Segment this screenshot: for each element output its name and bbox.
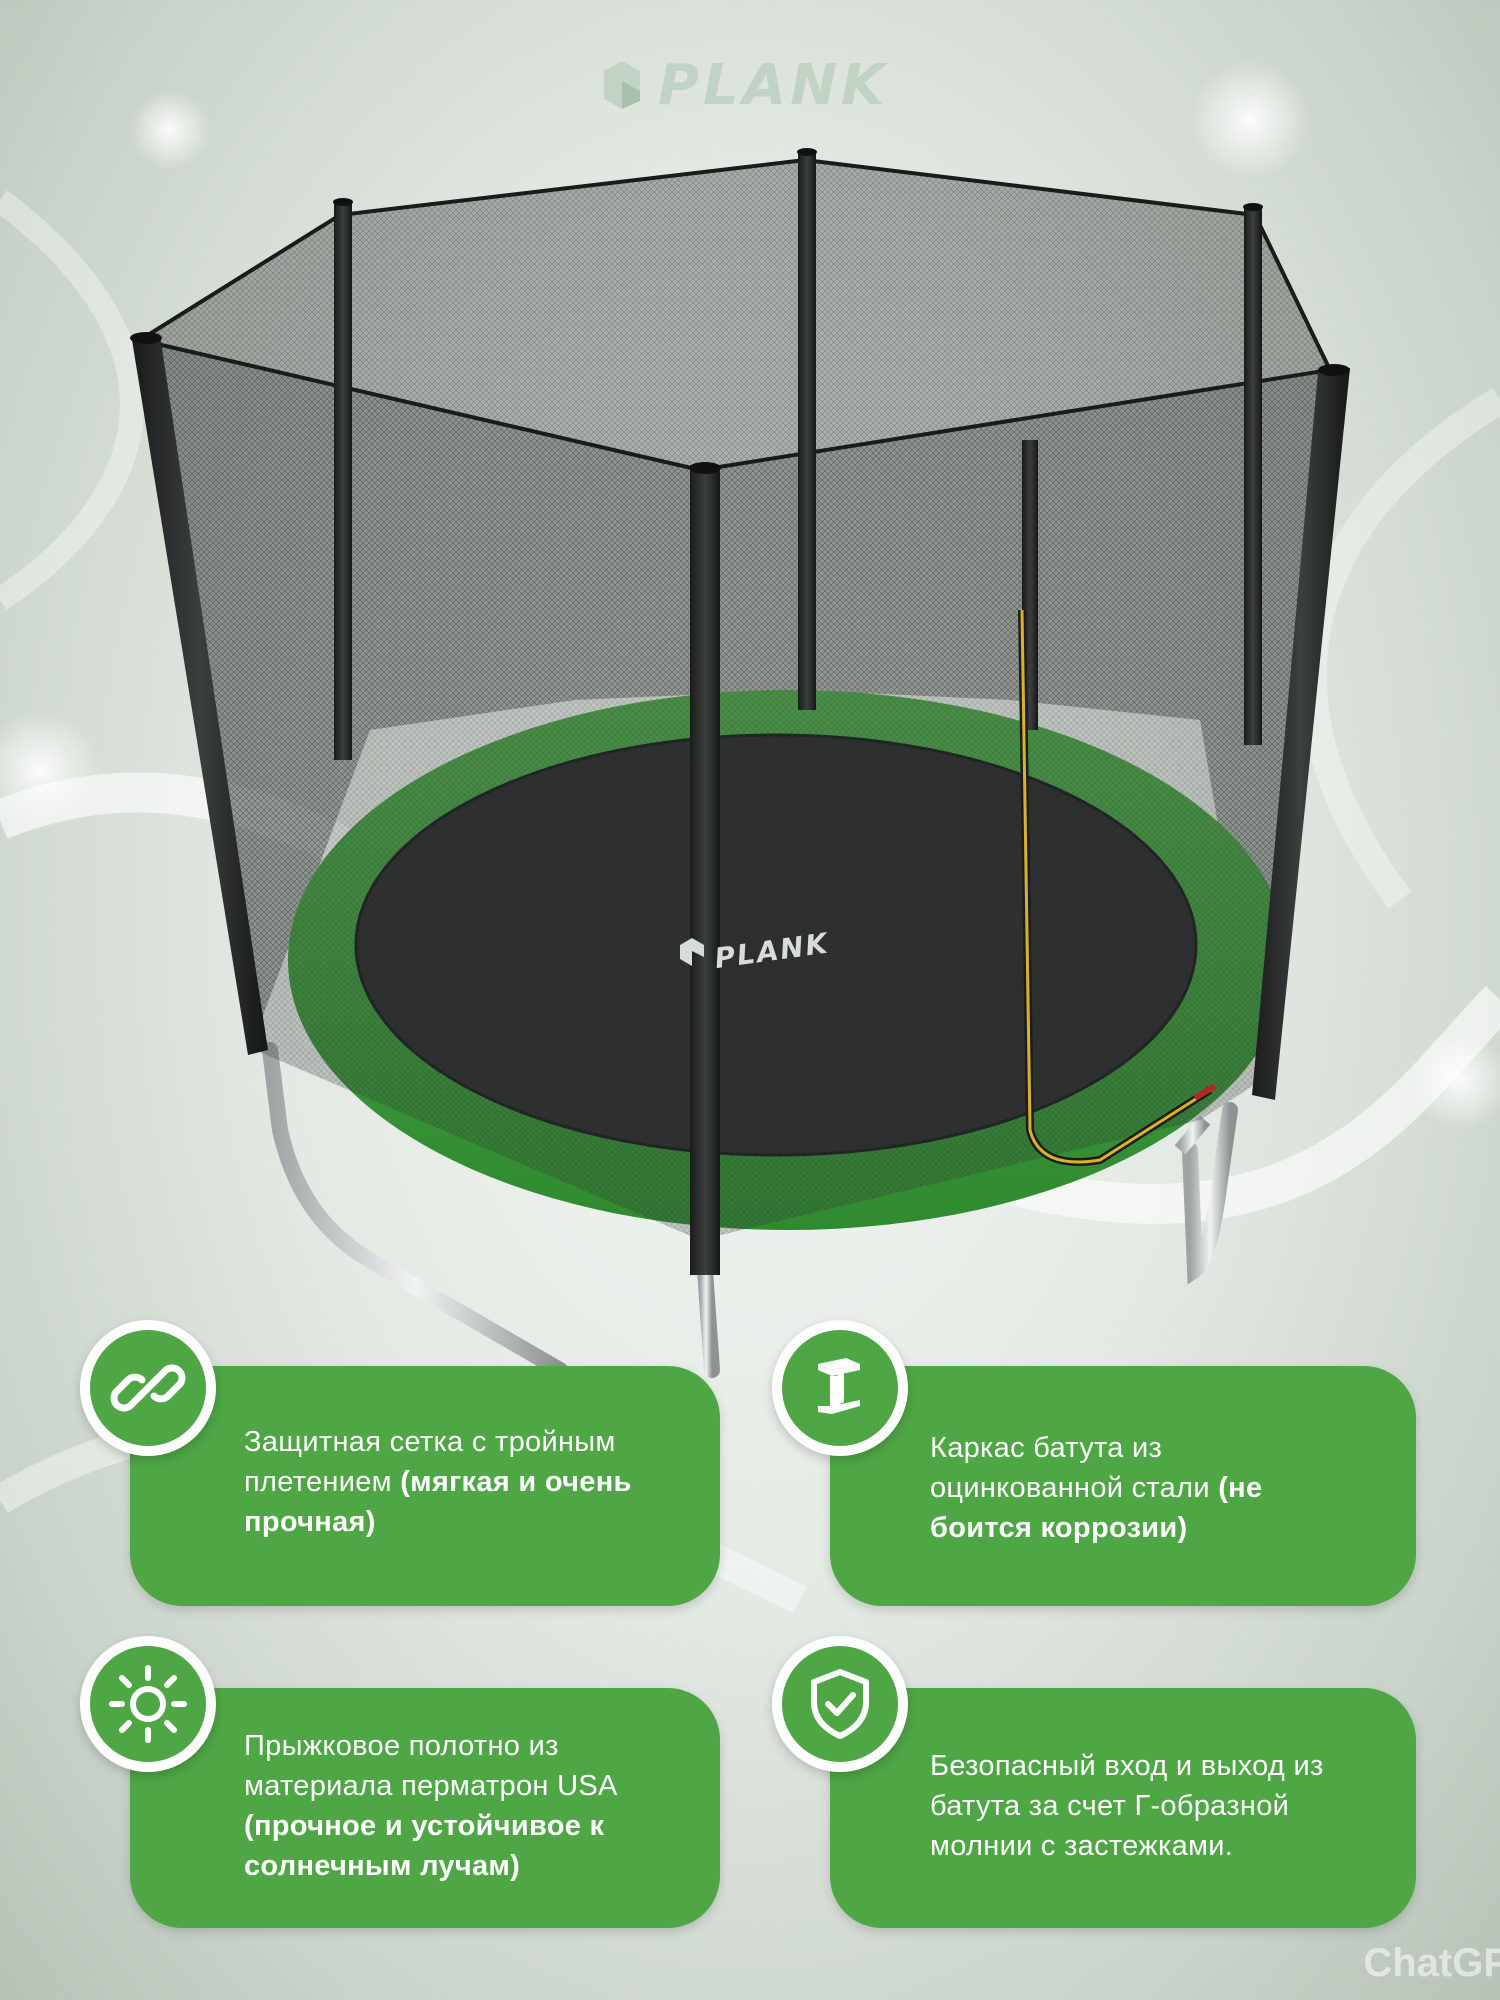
trampoline-image: PLANK	[130, 148, 1350, 1378]
feature-text-bold: (не боится коррозии)	[930, 1472, 1263, 1544]
feature-text-mat: Прыжковое полотно из материала перматрон…	[244, 1726, 704, 1886]
feature-card-net: Защитная сетка с тройным плетением (мягк…	[130, 1366, 720, 1606]
brand-logo: PLANK	[598, 50, 908, 120]
chain-link-icon	[110, 1364, 186, 1412]
feature-text-bold: (мягкая и очень прочная)	[244, 1466, 632, 1538]
watermark: ChatGP	[1363, 1941, 1500, 1985]
feature-text-bold: (прочное и устойчивое к солнечным лучам)	[244, 1810, 605, 1882]
feature-text-net: Защитная сетка с тройным плетением (мягк…	[244, 1422, 704, 1542]
feature-card-mat: Прыжковое полотно из материала перматрон…	[130, 1688, 720, 1928]
feature-text-regular: Защитная сетка с тройным плетением	[244, 1426, 616, 1498]
feature-card-entry: Безопасный вход и выход из батута за сче…	[830, 1688, 1416, 1928]
feature-badge-mat	[80, 1636, 216, 1772]
mat-logo	[680, 938, 704, 966]
plank-logo-icon	[604, 61, 640, 109]
feature-card-frame: Каркас батута из оцинкованной стали (не …	[830, 1366, 1416, 1606]
feature-badge-frame	[772, 1320, 908, 1456]
steel-beam-icon	[818, 1358, 860, 1414]
feature-text-regular: Прыжковое полотно из материала перматрон…	[244, 1730, 617, 1802]
brand-logo-text: PLANK	[658, 52, 889, 118]
feature-text-entry: Безопасный вход и выход из батута за сче…	[930, 1746, 1390, 1866]
feature-badge-entry	[772, 1636, 908, 1772]
feature-text-frame: Каркас батута из оцинкованной стали (не …	[930, 1428, 1360, 1548]
shield-check-icon	[811, 1669, 869, 1739]
feature-text-regular: Каркас батута из оцинкованной стали	[930, 1432, 1219, 1504]
feature-text-regular: Безопасный вход и выход из батута за сче…	[930, 1750, 1324, 1862]
sun-icon	[109, 1665, 187, 1743]
feature-badge-net	[80, 1320, 216, 1456]
